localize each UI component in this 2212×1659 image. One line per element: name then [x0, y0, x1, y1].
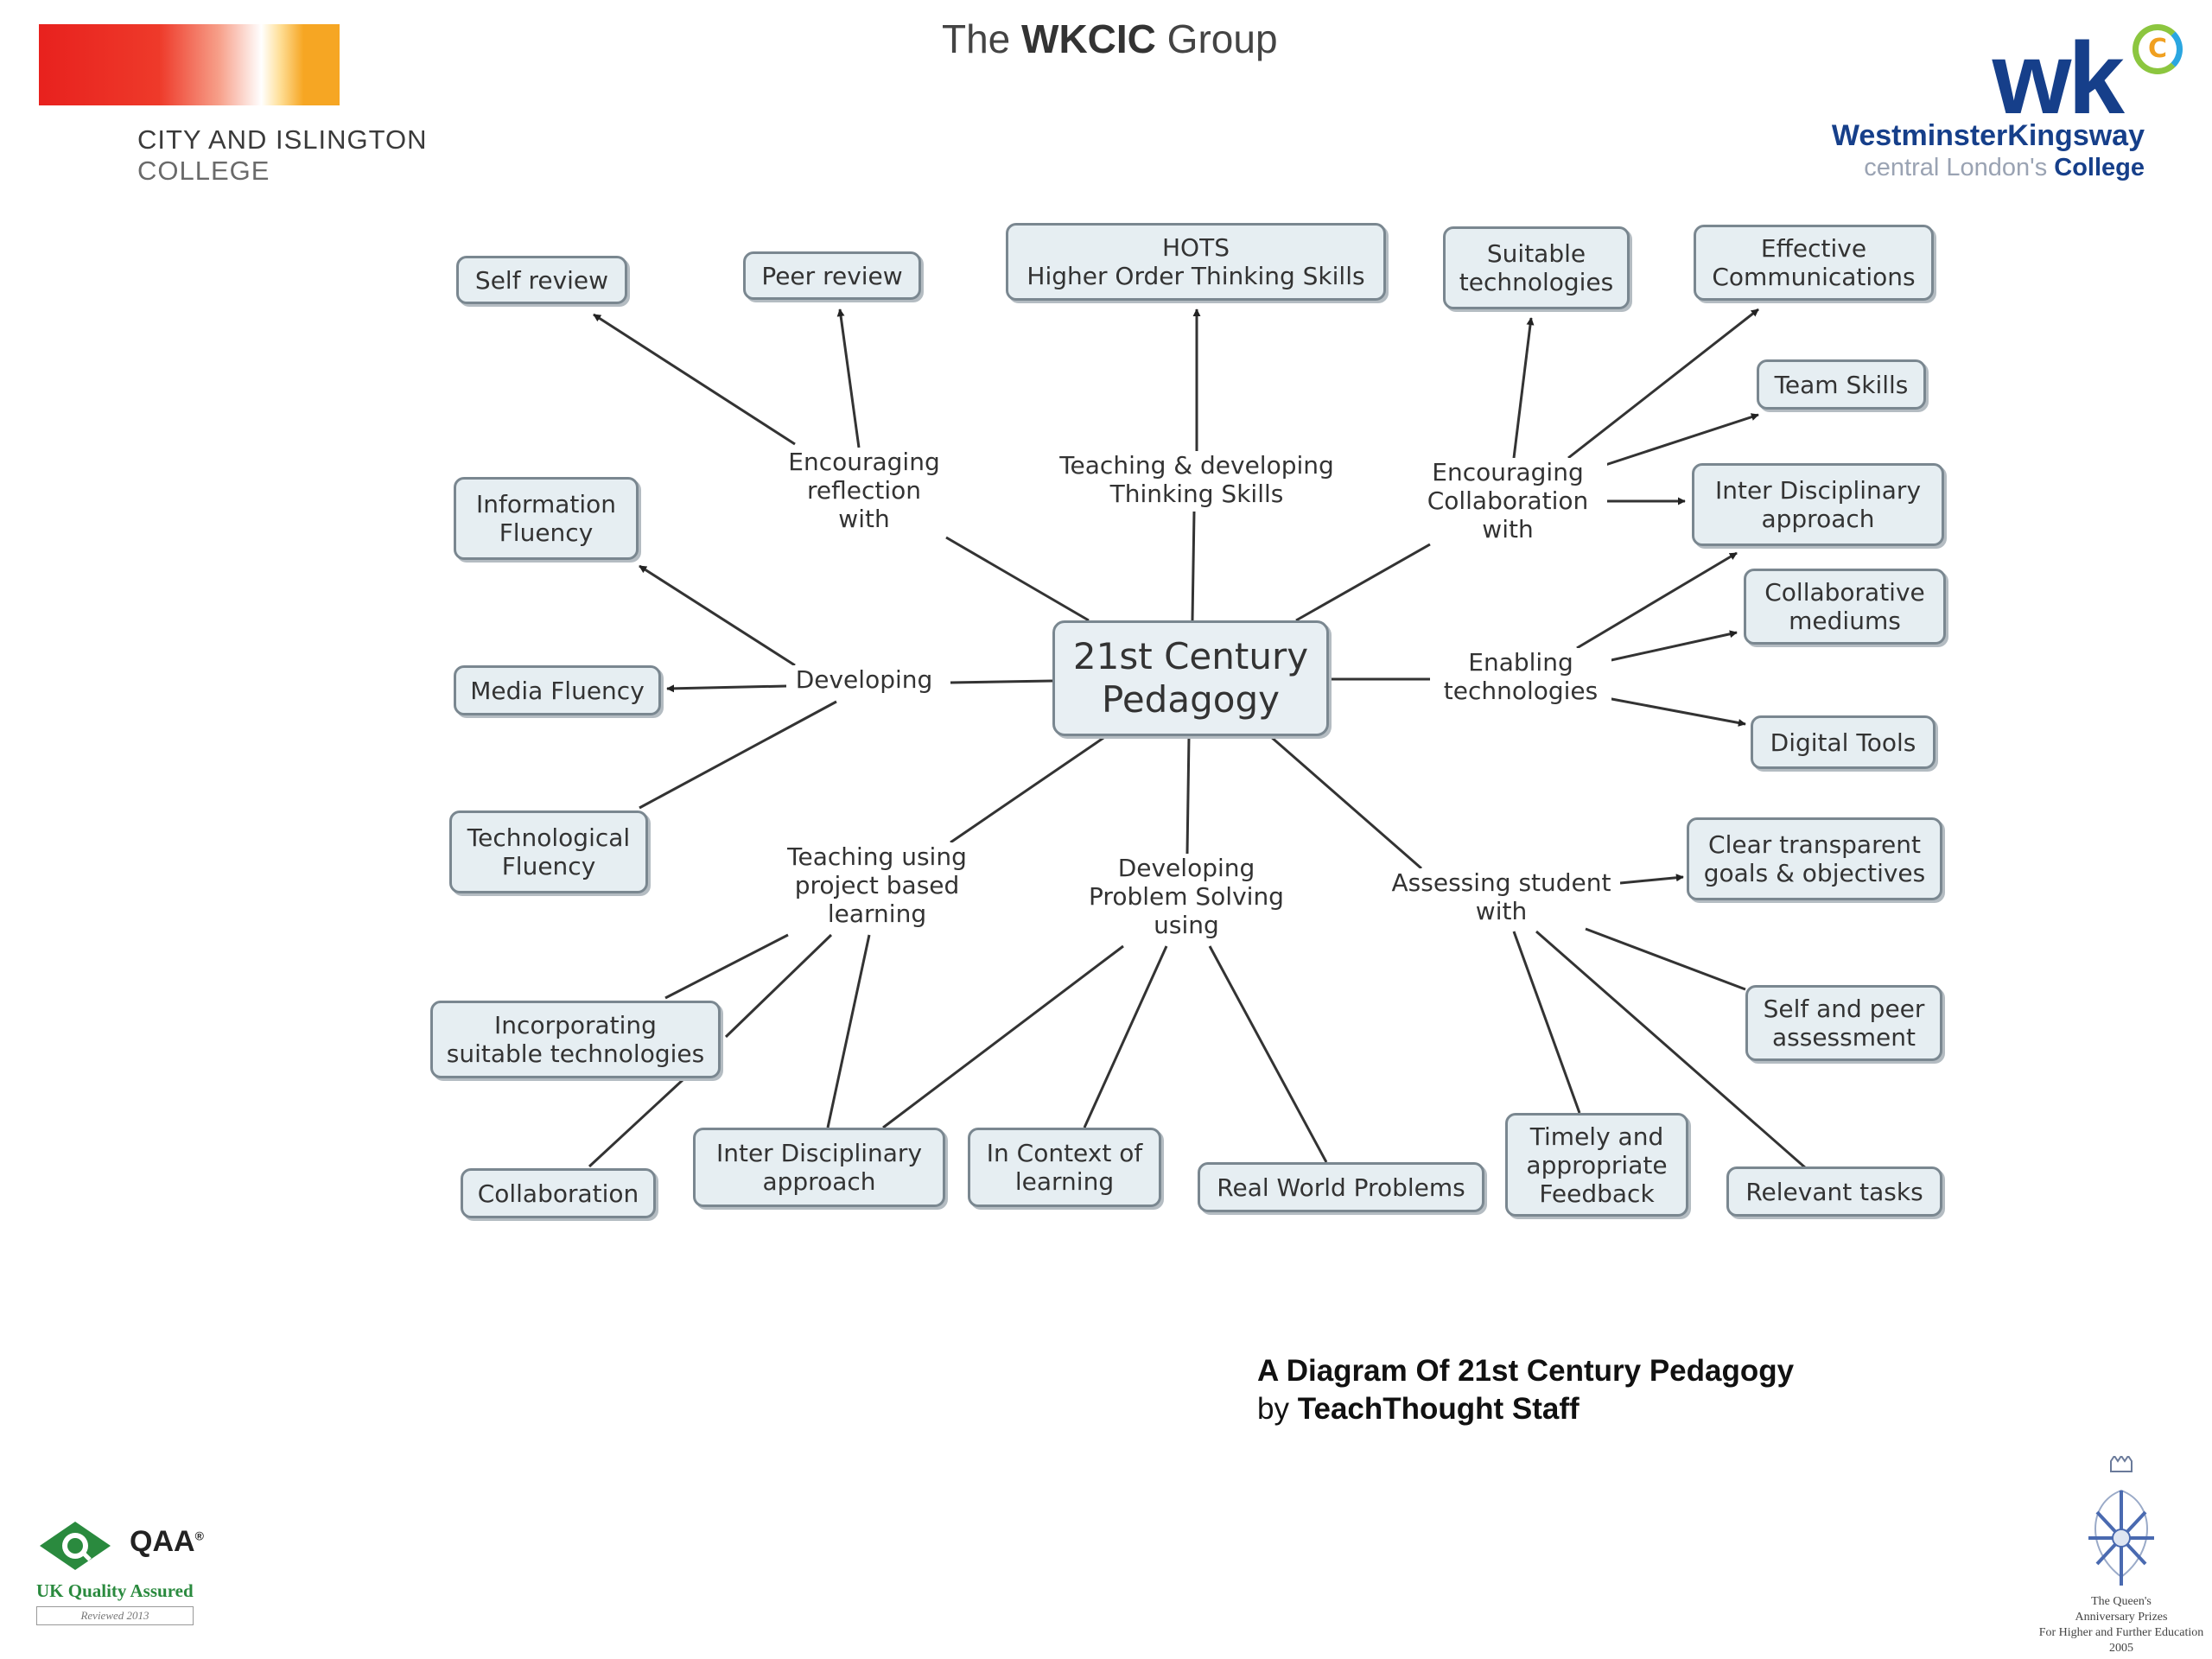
- arrow-collab-mediums-2: [1606, 630, 1738, 663]
- node-clear-goals: Clear transparent goals & objectives: [1687, 817, 1942, 900]
- line-incorporating: [664, 933, 789, 1000]
- connector-center-problem: [1185, 735, 1191, 855]
- arrow-peer-review: [836, 308, 861, 448]
- link-enabling-technologies: Enabling technologies: [1430, 648, 1611, 705]
- arrow-collab-mediums: [1576, 551, 1738, 650]
- node-peer-review: Peer review: [743, 251, 921, 300]
- node-inter-disciplinary-bottom: Inter Disciplinary approach: [693, 1128, 945, 1207]
- node-digital-tools: Digital Tools: [1751, 715, 1936, 769]
- link-developing: Developing: [786, 665, 942, 694]
- city-islington-logo: CITY AND ISLINGTON COLLEGE: [39, 24, 488, 188]
- arrow-team-skills: [1599, 413, 1759, 468]
- arrow-digital-tools: [1606, 696, 1746, 727]
- node-technological-fluency: Technological Fluency: [449, 810, 648, 893]
- line-incorporating-2: [724, 933, 833, 1039]
- arrow-effective-comm: [1567, 308, 1759, 460]
- node-self-peer-assessment: Self and peer assessment: [1745, 985, 1942, 1061]
- city-islington-logo-bar: [39, 24, 340, 105]
- line-inter-disc-bottom-2: [882, 944, 1124, 1129]
- connector-center-collaboration: [1295, 543, 1431, 622]
- wk-tagline-prefix: central London's: [1864, 154, 2055, 181]
- link-encouraging-collaboration: Encouraging Collaboration with: [1408, 458, 1607, 543]
- node-in-context-of-learning: In Context of learning: [968, 1128, 1161, 1207]
- group-title-suffix: Group: [1155, 16, 1278, 61]
- wk-tagline-bold: College: [2054, 154, 2145, 181]
- caption-byline: by TeachThought Staff: [1257, 1390, 1794, 1428]
- queens-prize-text: The Queen's Anniversary Prizes For Highe…: [2038, 1595, 2204, 1655]
- qaa-name: QAA®: [130, 1525, 204, 1559]
- line-inter-disc-bottom: [826, 934, 871, 1128]
- node-hots: HOTS Higher Order Thinking Skills: [1006, 223, 1386, 301]
- connector-center-assessing: [1269, 734, 1422, 870]
- node-media-fluency: Media Fluency: [454, 665, 661, 715]
- caption-by: by: [1257, 1392, 1298, 1426]
- qaa-tag: UK Quality Assured: [36, 1580, 194, 1601]
- city-islington-logo-line2: COLLEGE: [137, 156, 270, 186]
- caption-author: TeachThought Staff: [1297, 1392, 1580, 1426]
- line-timely-feedback: [1512, 931, 1581, 1114]
- wk-mark: wk: [1992, 22, 2125, 136]
- node-timely-feedback: Timely and appropriate Feedback: [1505, 1113, 1688, 1217]
- connector-center-developing: [950, 679, 1053, 684]
- node-collaborative-mediums: Collaborative mediums: [1744, 569, 1946, 645]
- group-title: The WKCIC Group: [942, 16, 1278, 62]
- connector-center-thinking: [1191, 511, 1196, 621]
- line-in-context: [1083, 945, 1168, 1128]
- node-relevant-tasks: Relevant tasks: [1726, 1166, 1942, 1217]
- qaa-reviewed: Reviewed 2013: [36, 1606, 194, 1625]
- wk-c-icon: C: [2133, 24, 2183, 74]
- qaa-q-icon: [40, 1522, 111, 1570]
- wk-tagline: central London's College: [1864, 154, 2145, 182]
- link-project-based-learning: Teaching using project based learning: [769, 842, 985, 928]
- arrow-clear-goals: [1619, 874, 1684, 885]
- node-information-fluency: Information Fluency: [454, 477, 639, 560]
- wk-college-name: WestminsterKingsway: [1831, 119, 2145, 152]
- diagram-caption: A Diagram Of 21st Century Pedagogy by Te…: [1257, 1352, 1794, 1428]
- line-self-peer: [1585, 927, 1746, 991]
- link-assessing-student: Assessing student with: [1382, 868, 1620, 925]
- westminster-kingsway-logo: wk C WestminsterKingsway central London'…: [1789, 17, 2186, 190]
- line-collaboration: [588, 1078, 684, 1168]
- node-effective-communications: Effective Communications: [1694, 225, 1934, 301]
- node-21st-century-pedagogy: 21st Century Pedagogy: [1052, 620, 1329, 736]
- node-suitable-technologies: Suitable technologies: [1443, 226, 1630, 309]
- line-relevant-tasks: [1535, 930, 1807, 1170]
- arrow-suitable-tech: [1512, 317, 1535, 459]
- caption-title: A Diagram Of 21st Century Pedagogy: [1257, 1354, 1795, 1388]
- group-title-bold: WKCIC: [1021, 16, 1156, 61]
- link-teaching-thinking: Teaching & developing Thinking Skills: [1041, 451, 1352, 508]
- arrow-media-fluency: [666, 684, 787, 693]
- qaa-reg-mark: ®: [194, 1529, 204, 1543]
- node-team-skills: Team Skills: [1757, 359, 1926, 410]
- node-self-review: Self review: [456, 256, 627, 304]
- connector-center-project: [950, 734, 1107, 844]
- qaa-logo: QAA® UK Quality Assured Reviewed 2013: [35, 1516, 207, 1629]
- qaa-name-text: QAA: [130, 1525, 195, 1558]
- connector-center-reflection: [945, 536, 1090, 622]
- arrow-self-review: [593, 313, 796, 446]
- node-incorporating-suitable-tech: Incorporating suitable technologies: [430, 1001, 721, 1078]
- group-title-prefix: The: [942, 16, 1022, 61]
- arrow-info-fluency: [639, 564, 796, 667]
- link-encouraging-reflection: Encouraging reflection with: [765, 448, 963, 533]
- node-inter-disciplinary-top: Inter Disciplinary approach: [1692, 463, 1944, 546]
- line-tech-fluency: [639, 700, 837, 810]
- city-islington-logo-line1: CITY AND ISLINGTON: [137, 124, 428, 155]
- queens-prize-emblem-icon: [2088, 1456, 2154, 1586]
- queens-anniversary-prize-logo: The Queen's Anniversary Prizes For Highe…: [2035, 1456, 2208, 1655]
- node-collaboration: Collaboration: [461, 1168, 656, 1218]
- node-real-world-problems: Real World Problems: [1198, 1162, 1484, 1212]
- line-real-world: [1208, 945, 1328, 1163]
- link-problem-solving: Developing Problem Solving using: [1070, 854, 1303, 939]
